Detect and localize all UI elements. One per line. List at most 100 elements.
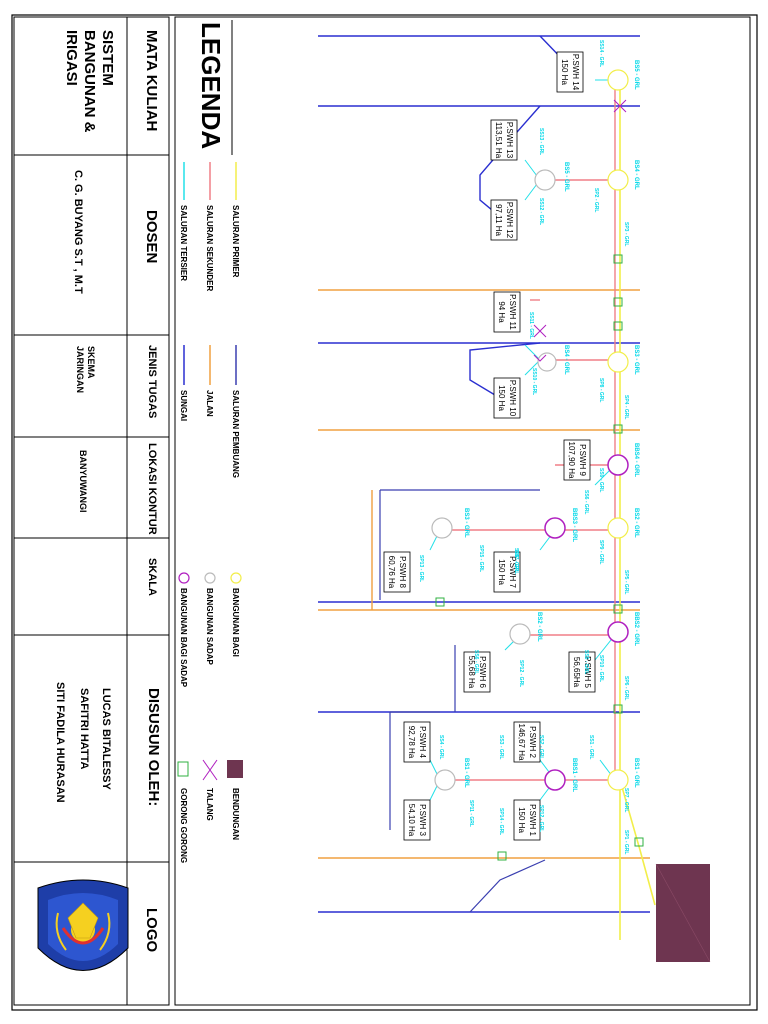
plot-id: P.SWH 11 bbox=[508, 294, 517, 330]
rivers bbox=[318, 35, 650, 913]
node-label: BS4 - GRL bbox=[563, 345, 569, 375]
bangunan-sadap bbox=[434, 769, 456, 791]
plot-id: P.SWH 8 bbox=[398, 556, 407, 588]
bangunan-bagi-sadap bbox=[544, 517, 566, 539]
plot-label-box bbox=[463, 651, 491, 693]
legend-tersier: SALURAN TERSIER bbox=[179, 205, 188, 282]
legend-samples bbox=[177, 162, 243, 781]
roads bbox=[318, 289, 650, 859]
channel-label: SP3 - GRL bbox=[623, 222, 629, 246]
plot-area: 60,76 Ha bbox=[387, 556, 396, 589]
plot-label-box bbox=[403, 799, 431, 841]
channel-label: SS8 - GRL bbox=[513, 548, 519, 572]
plot-id: P.SWH 12 bbox=[505, 202, 514, 239]
channel-label: SP6 - GRL bbox=[623, 676, 629, 700]
plot-id: P.SWH 6 bbox=[478, 656, 487, 688]
node-label: BS3 - GRL bbox=[633, 345, 639, 375]
node-label: BS1 - GRL bbox=[633, 758, 639, 788]
legend-gorong: GORONG GORONG bbox=[179, 788, 188, 864]
channel-label: SS12 - GRL bbox=[538, 198, 544, 225]
plot-area: 54,10 Ha bbox=[407, 804, 416, 837]
channel-label: SS6 - GRL bbox=[583, 490, 589, 514]
channel-label: SP8 - GRL bbox=[598, 378, 604, 402]
channel-label: SP2 - GRL bbox=[593, 188, 599, 212]
plot-label-box bbox=[490, 199, 518, 241]
plot-label-box bbox=[568, 651, 596, 693]
bangunan-bagi-sadap bbox=[544, 769, 566, 791]
channel-label: SP9 - GRL bbox=[598, 540, 604, 564]
plot-area: 56,65Ha bbox=[572, 657, 581, 688]
plot-label: P.SWH 492,78 Ha bbox=[403, 721, 431, 763]
plot-label-box bbox=[493, 291, 521, 333]
legend-bangunan-bagi-sadap: BANGUNAN BAGI SADAP bbox=[179, 588, 188, 688]
channel-label: SP14 - GRL bbox=[498, 808, 504, 835]
channel-label: SP15 - GRL bbox=[478, 545, 484, 572]
plot-label-box bbox=[493, 377, 521, 419]
plot-id: P.SWH 3 bbox=[418, 804, 427, 836]
node-label: BS1 - GRL bbox=[463, 758, 469, 788]
plot-label: P.SWH 655,68 Ha bbox=[463, 651, 491, 693]
jenis-tugas-value: SKEMA JARINGAN bbox=[75, 346, 96, 394]
legend-bendungan: BENDUNGAN bbox=[231, 788, 240, 840]
plot-id: P.SWH 4 bbox=[418, 726, 427, 758]
channel-label: SS2 - GRL bbox=[538, 735, 544, 759]
legend-sungai: SUNGAI bbox=[179, 390, 188, 422]
channel-label: SP5 - GRL bbox=[623, 570, 629, 594]
outer-border bbox=[11, 14, 758, 1011]
lokasi-label: LOKASI KONTUR bbox=[146, 443, 158, 535]
legend-jalan: JALAN bbox=[205, 390, 214, 417]
channel-label: SP12 - GRL bbox=[538, 805, 544, 832]
plot-label: P.SWH 860,76 Ha bbox=[383, 551, 411, 593]
channel-label: SP11 - GRL bbox=[468, 800, 474, 827]
bangunan-sadap bbox=[509, 623, 531, 645]
plot-label: P.SWH 556,65Ha bbox=[568, 651, 596, 693]
plot-label-box bbox=[563, 439, 591, 481]
legend-primer: SALURAN PRIMER bbox=[231, 205, 240, 278]
crossings bbox=[435, 254, 644, 861]
plot-area: 92,78 Ha bbox=[407, 726, 416, 759]
legend-bangunan-bagi: BANGUNAN BAGI bbox=[231, 588, 240, 657]
plot-label-box bbox=[403, 721, 431, 763]
plot-label-box bbox=[383, 551, 411, 593]
channel-label: SS10 - GRL bbox=[531, 368, 537, 395]
channel-label: SS7 - GRL bbox=[513, 550, 519, 574]
node-label: BBS2 - GRL bbox=[633, 612, 639, 646]
legend-heading: LEGENDA bbox=[196, 22, 226, 150]
node-label: BS2 - GRL bbox=[633, 508, 639, 538]
node-label: BBS4 - GRL bbox=[633, 443, 639, 477]
channel-label: SS1 - GRL bbox=[588, 735, 594, 759]
plot-area: 150 Ha bbox=[517, 807, 526, 833]
channel-label: SS13 - GRL bbox=[538, 128, 544, 155]
channel-label: SP1 - GRL bbox=[623, 830, 629, 854]
legend-bangunan-sadap: BANGUNAN SADAP bbox=[205, 588, 214, 665]
plot-id: P.SWH 2 bbox=[528, 726, 537, 758]
plot-area: 150 Ha bbox=[497, 559, 506, 585]
skala-label: SKALA bbox=[146, 558, 158, 596]
plot-id: P.SWH 14 bbox=[571, 54, 580, 91]
logo-label: LOGO bbox=[143, 908, 160, 953]
node-label: BS2 - GRL bbox=[536, 612, 542, 642]
dosen-value: C. G. BUYANG S.T , M.T bbox=[72, 170, 84, 294]
channel-label: SS11 - GRL bbox=[528, 312, 534, 339]
bangunan-sadap bbox=[537, 352, 557, 372]
drains bbox=[379, 489, 546, 913]
channel-label: SP7 - GRL bbox=[623, 788, 629, 812]
plot-area: 55,68 Ha bbox=[467, 656, 476, 689]
node-label: BS5 - GRL bbox=[633, 60, 639, 90]
channel-label: SP12 - GRL bbox=[518, 660, 524, 687]
bangunan-sadap bbox=[431, 517, 453, 539]
plot-id: P.SWH 7 bbox=[508, 556, 517, 588]
node-label: BS4 - GRL bbox=[633, 160, 639, 190]
channel-label: SS3 - GRL bbox=[498, 735, 504, 759]
jenis-tugas-label: JENIS TUGAS bbox=[146, 345, 158, 419]
plot-id: P.SWH 13 bbox=[505, 122, 514, 159]
university-logo bbox=[37, 879, 129, 971]
